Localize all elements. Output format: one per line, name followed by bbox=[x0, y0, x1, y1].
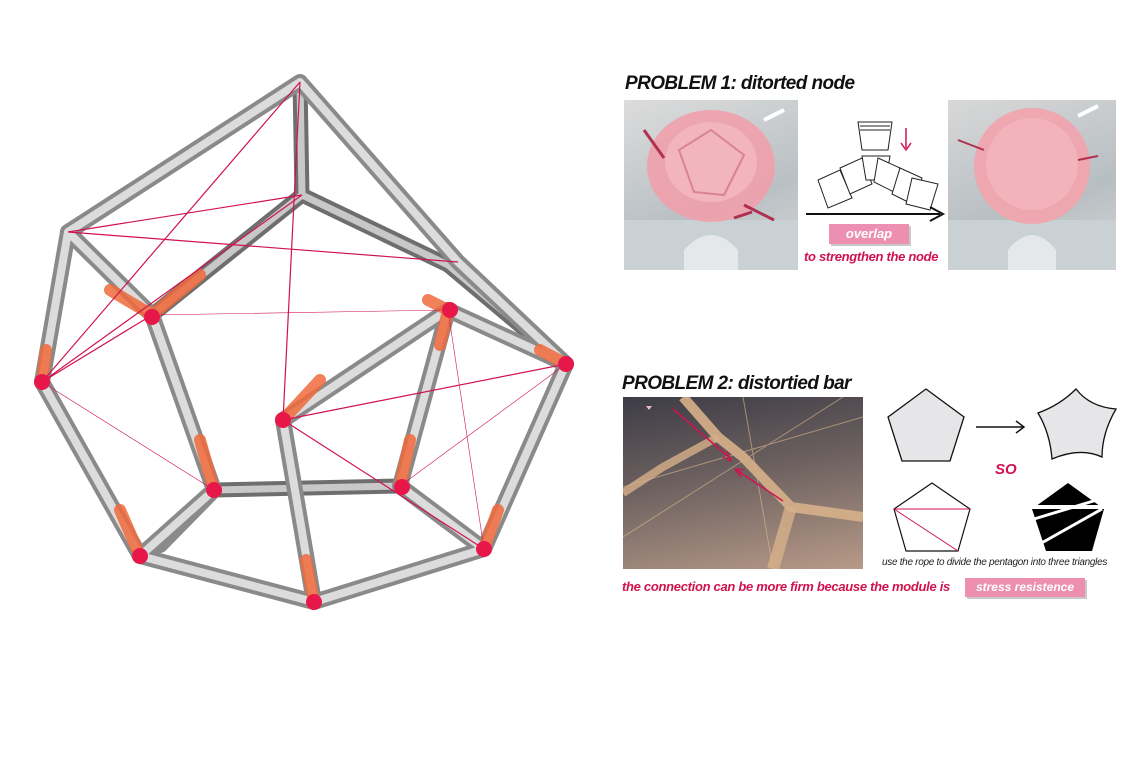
distorted-node-photo bbox=[624, 100, 798, 270]
node-dot bbox=[132, 548, 148, 564]
node-dot bbox=[275, 412, 291, 428]
node-dot bbox=[206, 482, 222, 498]
pentagon-distortion-diagram bbox=[887, 388, 1118, 552]
node-dot bbox=[442, 302, 458, 318]
divided-pentagon bbox=[1032, 483, 1104, 551]
overlap-diagram bbox=[806, 121, 946, 222]
rope-note: use the rope to divide the pentagon into… bbox=[882, 557, 1108, 568]
node-dot bbox=[558, 356, 574, 372]
node-dot bbox=[144, 309, 160, 325]
problem2-conclusion: the connection can be more firm because … bbox=[622, 579, 950, 594]
rope-lines bbox=[41, 81, 567, 550]
rope-pentagon bbox=[893, 482, 971, 552]
node-dot bbox=[306, 594, 322, 610]
problem1-heading: PROBLEM 1: ditorted node bbox=[625, 73, 855, 94]
node-dot bbox=[34, 374, 50, 390]
stress-resistence-tag: stress resistence bbox=[965, 578, 1085, 597]
node-dot bbox=[394, 479, 410, 495]
node-dot bbox=[476, 541, 492, 557]
node-dots bbox=[34, 302, 574, 610]
tube-structure-diagram bbox=[34, 74, 574, 610]
distorted-bar-photo bbox=[623, 397, 863, 569]
overlap-tag: overlap bbox=[829, 224, 909, 244]
problem2-heading: PROBLEM 2: distortied bar bbox=[622, 373, 851, 394]
so-label: SO bbox=[995, 461, 1017, 478]
distorted-pentagon bbox=[1037, 388, 1118, 460]
strengthened-node-photo bbox=[948, 100, 1116, 270]
problem1-caption: to strengthen the node bbox=[804, 249, 939, 264]
regular-pentagon bbox=[887, 388, 965, 462]
